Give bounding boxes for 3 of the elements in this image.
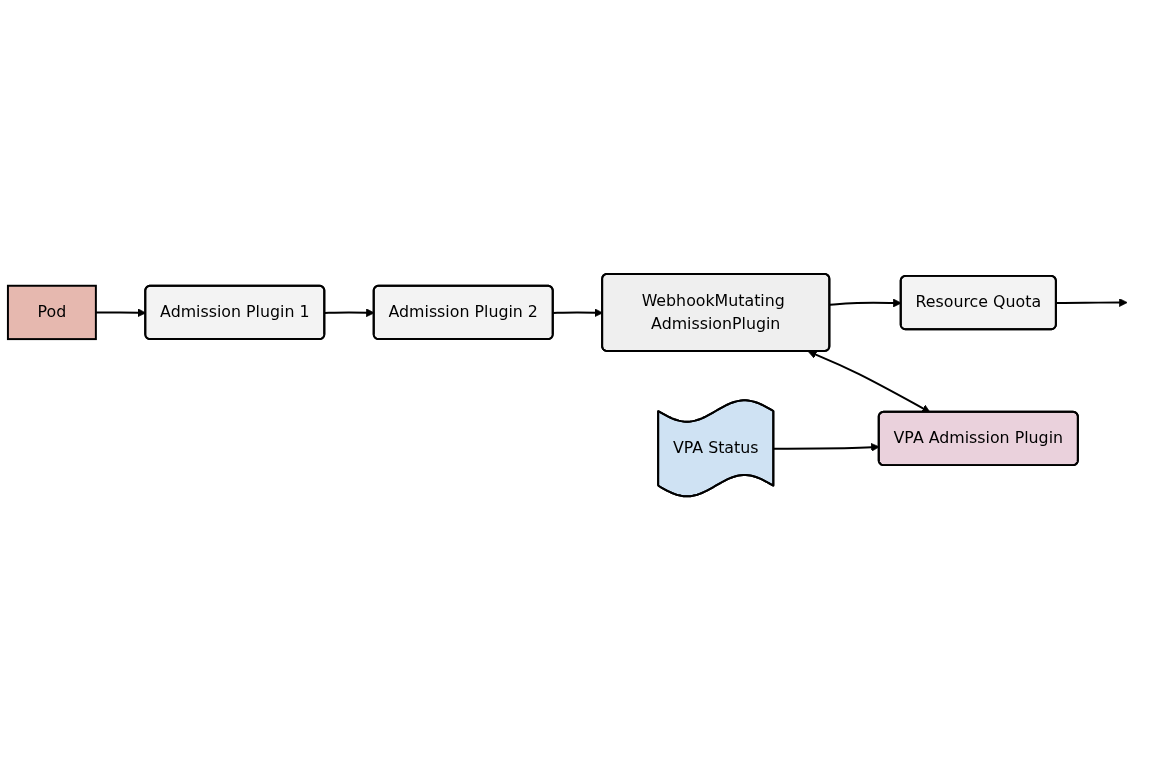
- node-box: Pod: [6, 285, 97, 341]
- arrow: [807, 350, 931, 414]
- arrow: [1055, 298, 1128, 308]
